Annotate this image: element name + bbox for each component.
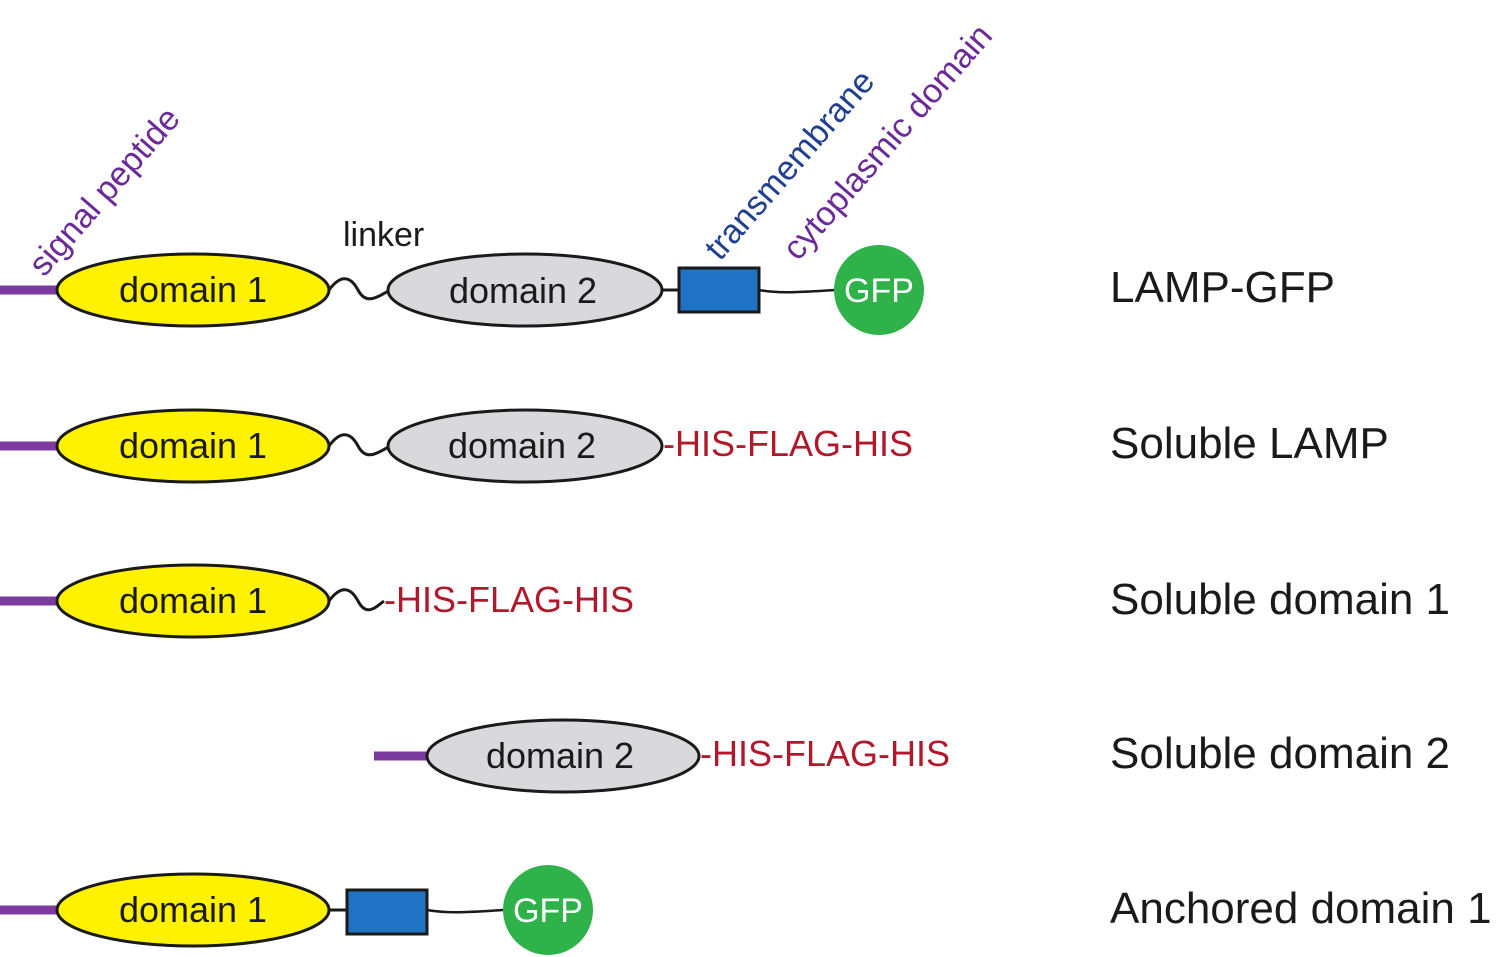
domain2-ellipse bbox=[386, 408, 664, 484]
cytoplasmic-segment bbox=[758, 288, 836, 294]
linker-segment bbox=[327, 433, 391, 457]
linker-annotation: linker bbox=[343, 216, 424, 254]
gfp-label: GFP bbox=[844, 272, 914, 310]
construct-name: Soluble domain 2 bbox=[1110, 729, 1450, 778]
his-flag-his-tag: -HIS-FLAG-HIS bbox=[384, 579, 634, 620]
gfp-circle bbox=[503, 865, 593, 955]
domain1-label: domain 1 bbox=[119, 889, 267, 930]
linker-segment bbox=[327, 588, 385, 612]
transmembrane-box bbox=[677, 266, 761, 314]
gfp-label: GFP bbox=[513, 892, 583, 930]
construct-name: Soluble LAMP bbox=[1110, 419, 1389, 468]
domain2-ellipse bbox=[425, 718, 701, 794]
gfp-circle bbox=[834, 245, 924, 335]
construct-name: LAMP-GFP bbox=[1110, 263, 1335, 312]
transmembrane-box bbox=[345, 888, 429, 936]
domain1-label: domain 1 bbox=[119, 425, 267, 466]
domain1-label: domain 1 bbox=[119, 269, 267, 310]
domain2-label: domain 2 bbox=[486, 735, 634, 776]
cytoplasmic-segment bbox=[426, 908, 504, 914]
construct-name: Anchored domain 1 bbox=[1110, 884, 1492, 933]
row-anchored-domain-1: domain 1 GFP Anchored domain 1 bbox=[0, 865, 1492, 955]
row-soluble-domain-1: domain 1 -HIS-FLAG-HIS Soluble domain 1 bbox=[0, 563, 1450, 639]
domain2-label: domain 2 bbox=[449, 270, 597, 311]
domain1-label: domain 1 bbox=[119, 580, 267, 621]
his-flag-his-tag: -HIS-FLAG-HIS bbox=[700, 733, 950, 774]
row-soluble-lamp: domain 1 domain 2 -HIS-FLAG-HIS Soluble … bbox=[0, 408, 1389, 484]
construct-name: Soluble domain 1 bbox=[1110, 575, 1450, 624]
his-flag-his-tag: -HIS-FLAG-HIS bbox=[663, 423, 913, 464]
row-soluble-domain-2: domain 2 -HIS-FLAG-HIS Soluble domain 2 bbox=[374, 718, 1450, 794]
row-lamp-gfp: domain 1 domain 2 GFP signal peptide lin… bbox=[0, 17, 1335, 335]
domain2-label: domain 2 bbox=[448, 425, 596, 466]
linker-segment bbox=[327, 277, 391, 301]
